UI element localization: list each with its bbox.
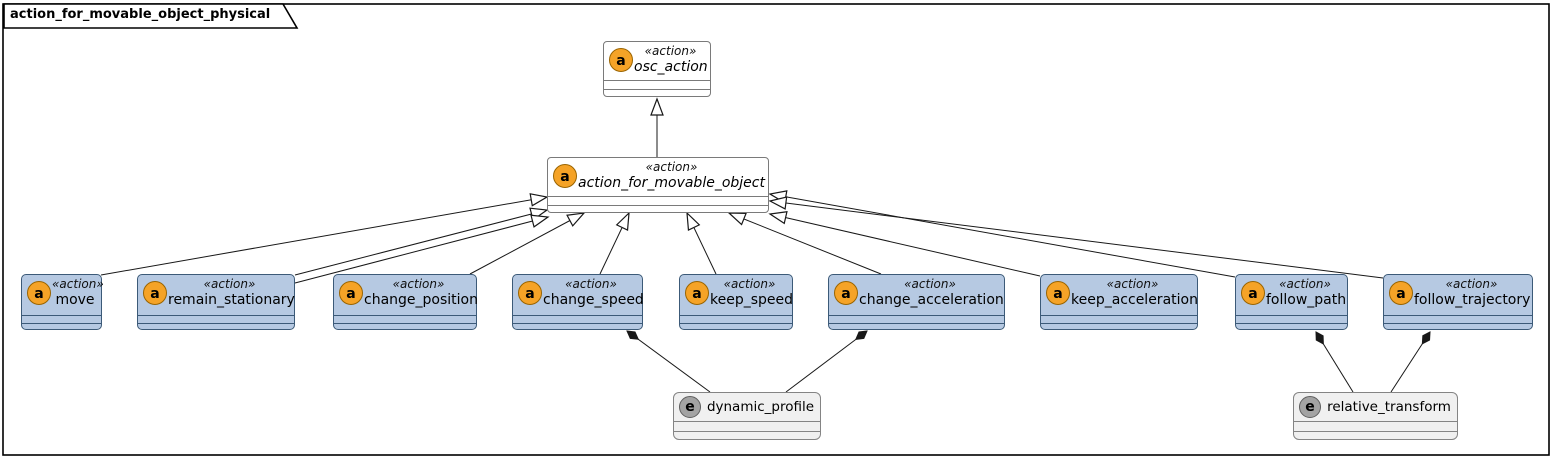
stereotype: «action» [565, 277, 617, 291]
frame-border [2, 3, 1550, 456]
class-follow_path: a «action» follow_path [1235, 274, 1348, 330]
generalization-keep_acceleration [768, 211, 1041, 277]
action-badge-icon: a [609, 48, 633, 72]
generalization-change_position [469, 212, 586, 275]
class-change_position: a «action» change_position [333, 274, 478, 330]
stereotype: «action» [904, 277, 956, 291]
action-badge-icon: a [518, 281, 542, 305]
compartment-divider [674, 421, 820, 422]
compartment-divider [829, 323, 1004, 324]
class-name: change_position [364, 292, 478, 308]
generalization-follow_trajectory [768, 196, 1384, 279]
compartment-divider [22, 323, 101, 324]
class-keep_acceleration: a «action» keep_acceleration [1040, 274, 1198, 330]
class-name: change_acceleration [859, 292, 1004, 308]
compartment-divider [1384, 323, 1532, 324]
generalization-change_speed [599, 211, 630, 275]
entity-name: relative_transform [1327, 399, 1451, 415]
generalization-keep_speed [686, 211, 717, 275]
stereotype: «action» [1106, 277, 1159, 291]
generalization-remain_stationary [294, 207, 549, 276]
composition-change_speed-dynamic_profile [626, 330, 711, 393]
composition-follow_trajectory-relative_transform [1390, 331, 1431, 393]
class-name: move [55, 292, 95, 308]
action-badge-icon: a [1241, 281, 1265, 305]
class-follow_trajectory: a «action» follow_trajectory [1383, 274, 1533, 330]
class-move: a «action» move [21, 274, 104, 330]
frame-title-tab [3, 3, 299, 29]
entity-badge-icon: e [679, 396, 701, 418]
class-name: change_speed [543, 292, 644, 308]
compartment-divider [138, 323, 294, 324]
compartment-divider [680, 323, 792, 324]
compartment-divider [1236, 323, 1347, 324]
compartment-divider [680, 315, 792, 316]
generalization-move [100, 193, 549, 276]
compartment-divider [674, 431, 820, 432]
class-change_acceleration: a «action» change_acceleration [828, 274, 1005, 330]
generalization-follow_path [768, 190, 1236, 278]
compartment-divider [1041, 315, 1197, 316]
composition-follow_path-relative_transform [1315, 331, 1354, 393]
stereotype: «action» [723, 277, 776, 291]
generalization-remain_stationary-2 [294, 214, 550, 284]
action-badge-icon: a [834, 281, 858, 305]
compartment-divider [334, 323, 476, 324]
action-badge-icon: a [1389, 281, 1413, 305]
action-badge-icon: a [143, 281, 167, 305]
compartment-divider [604, 80, 710, 81]
stereotype: «action» [644, 44, 697, 58]
compartment-divider [548, 205, 768, 206]
stereotype: «action» [645, 160, 698, 174]
compartment-divider [829, 315, 1004, 316]
compartment-divider [1041, 323, 1197, 324]
composition-change_acceleration-dynamic_profile [785, 330, 868, 393]
class-name: action_for_movable_object [578, 175, 765, 191]
action-badge-icon: a [339, 281, 363, 305]
class-name: keep_acceleration [1071, 292, 1198, 308]
class-remain_stationary: a «action» remain_stationary [137, 274, 295, 330]
compartment-divider [548, 196, 768, 197]
class-keep_speed: a «action» keep_speed [679, 274, 793, 330]
entity-name: dynamic_profile [706, 399, 815, 415]
action-badge-icon: a [685, 281, 709, 305]
compartment-divider [334, 315, 476, 316]
compartment-divider [604, 89, 710, 90]
action-badge-icon: a [553, 164, 577, 188]
generalization-change_acceleration [727, 212, 882, 275]
class-name: keep_speed [710, 292, 794, 308]
class-name: osc_action [634, 59, 708, 75]
class-change_speed: a «action» change_speed [512, 274, 644, 330]
class-action_for_movable_object: a «action» action_for_movable_object [547, 157, 769, 213]
action-badge-icon: a [27, 281, 51, 305]
stereotype: «action» [203, 277, 256, 291]
entity-relative_transform: e relative_transform [1293, 392, 1458, 440]
compartment-divider [138, 315, 294, 316]
compartment-divider [1384, 315, 1532, 316]
stereotype: «action» [1279, 277, 1331, 291]
stereotype: «action» [1445, 277, 1498, 291]
stereotype: «action» [392, 277, 445, 291]
class-name: remain_stationary [168, 292, 295, 308]
frame-title: action_for_movable_object_physical [10, 7, 271, 22]
class-name: follow_path [1266, 292, 1347, 308]
entity-badge-icon: e [1299, 396, 1321, 418]
stereotype: «action» [52, 277, 104, 291]
action-badge-icon: a [1046, 281, 1070, 305]
compartment-divider [22, 315, 101, 316]
class-name: follow_trajectory [1414, 292, 1531, 308]
compartment-divider [1294, 431, 1457, 432]
entity-dynamic_profile: e dynamic_profile [673, 392, 821, 440]
compartment-divider [1236, 315, 1347, 316]
class-osc_action: a «action» osc_action [603, 41, 711, 97]
compartment-divider [513, 315, 642, 316]
compartment-divider [513, 323, 642, 324]
compartment-divider [1294, 421, 1457, 422]
